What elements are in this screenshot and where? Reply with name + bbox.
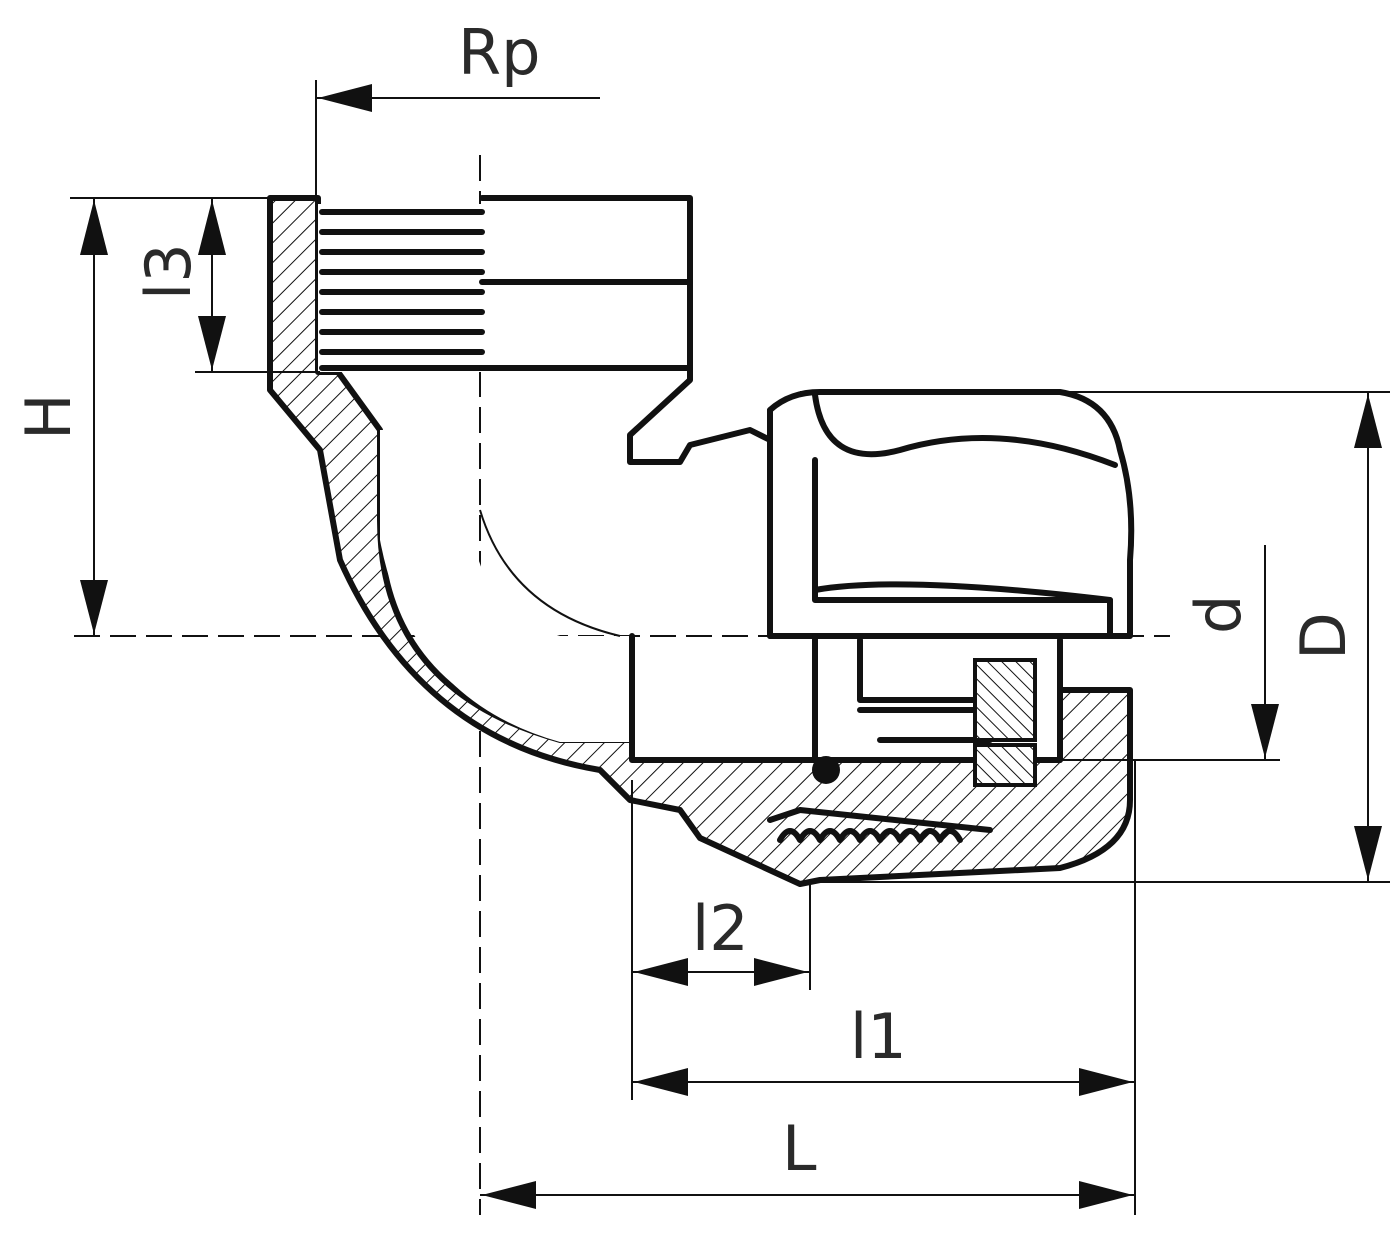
label-h: H	[12, 393, 85, 440]
thread-lines	[319, 209, 485, 371]
elbow-body	[267, 195, 1133, 887]
label-l: L	[782, 1112, 817, 1185]
label-rp: Rp	[458, 16, 540, 89]
label-l3: l3	[132, 243, 205, 300]
label-d-small: d	[1182, 595, 1255, 634]
dimension-arrows	[80, 84, 1382, 1209]
extension-lines	[70, 80, 1390, 1215]
compression-nut	[767, 389, 1135, 843]
label-l1: l1	[850, 1000, 907, 1073]
label-l2: l2	[692, 892, 749, 965]
label-d-large: D	[1287, 612, 1360, 660]
